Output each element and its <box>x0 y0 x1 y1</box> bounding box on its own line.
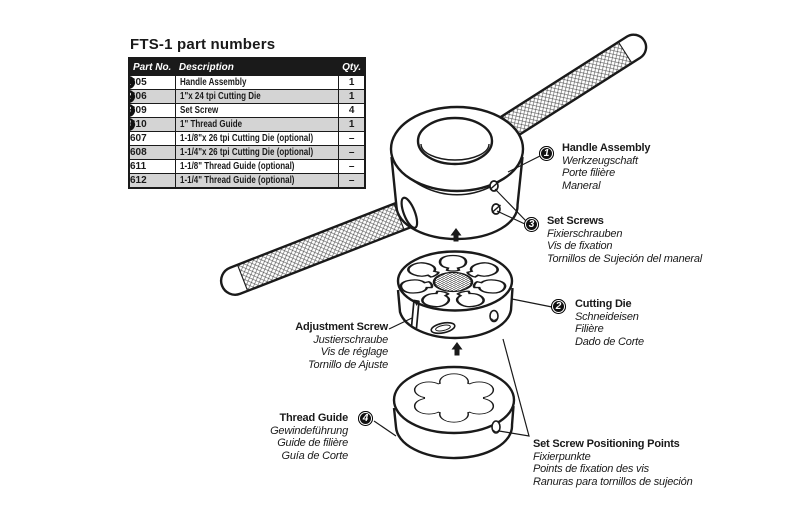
table-row: 3609 Set Screw 4 <box>128 103 366 118</box>
label-translation-fr: Vis de fixation <box>547 240 613 252</box>
table-row: 608 1-1/4"x 26 tpi Cutting Die (optional… <box>128 145 366 160</box>
die-dimples-icon <box>430 309 499 335</box>
label-title: Thread Guide <box>279 412 349 424</box>
part-no: 612 <box>130 175 147 186</box>
label-adjustment-screw: Adjustment Screw Justierschraube Vis de … <box>250 321 388 371</box>
part-no: 610 <box>130 119 147 130</box>
label-translation-es: Tornillo de Ajuste <box>308 358 388 371</box>
label-title: Handle Assembly <box>562 142 651 154</box>
table-row: 1605 Handle Assembly 1 <box>128 75 366 90</box>
label-handle-assembly: Handle Assembly Werkzeugschaft Porte fil… <box>562 142 650 192</box>
part-no: 608 <box>130 147 147 158</box>
part-qty: – <box>338 173 366 189</box>
badge-3-set-screws: 3 <box>524 217 539 232</box>
table-row: 612 1-1/4" Thread Guide (optional) – <box>128 173 366 189</box>
part-no: 606 <box>130 91 147 102</box>
row-badge: 1 <box>130 76 135 89</box>
label-translation-fr: Filière <box>575 323 604 335</box>
set-screws-icon <box>489 180 501 215</box>
handle-bar-lower-icon <box>219 196 420 296</box>
label-translation-fr: Guide de filière <box>277 437 348 449</box>
label-translation-de: Fixierschrauben <box>547 227 623 240</box>
col-header-description: Description <box>174 57 340 76</box>
part-qty: – <box>338 131 366 146</box>
badge-1-handle-assembly: 1 <box>539 146 554 161</box>
leader-lines <box>373 155 553 437</box>
table-row: 611 1-1/8" Thread Guide (optional) – <box>128 159 366 174</box>
part-qty: 1 <box>338 89 366 104</box>
row-badge: 3 <box>130 104 135 117</box>
guide-dimple-icon <box>491 420 501 434</box>
part-description: 1"x 24 tpi Cutting Die <box>179 91 261 102</box>
part-qty: 1 <box>338 75 366 90</box>
part-no: 607 <box>130 133 147 144</box>
label-translation-de: Gewindeführung <box>270 424 348 437</box>
label-translation-fr: Porte filière <box>562 167 616 179</box>
label-translation-de: Justierschraube <box>313 333 388 346</box>
table-row: 607 1-1/8"x 26 tpi Cutting Die (optional… <box>128 131 366 146</box>
col-header-part-no: Part No. <box>128 57 176 76</box>
part-no: 605 <box>130 77 147 88</box>
part-no: 609 <box>130 105 147 116</box>
table-header-row: Part No. Description Qty. <box>128 57 366 76</box>
stock-body-icon <box>389 105 525 241</box>
part-description: 1-1/8" Thread Guide (optional) <box>179 161 295 172</box>
leader-handle-assembly <box>507 155 541 173</box>
leader-cutting-die <box>511 298 553 308</box>
thread-guide-bore-icon <box>413 373 495 423</box>
part-qty: 1 <box>338 117 366 132</box>
label-translation-de: Schneideisen <box>575 310 639 323</box>
part-qty: – <box>338 145 366 160</box>
badge-2-cutting-die: 2 <box>551 299 566 314</box>
col-header-qty: Qty. <box>338 57 366 76</box>
label-title: Set Screw Positioning Points <box>533 438 680 450</box>
label-set-screws: Set Screws Fixierschrauben Vis de fixati… <box>547 215 702 265</box>
parts-table-grid: Part No. Description Qty. 1605 Handle As… <box>128 57 366 189</box>
badge-4-thread-guide: 4 <box>358 411 373 426</box>
leader-thread-guide <box>373 420 397 437</box>
label-translation-es: Tornillos de Sujeción del maneral <box>547 252 703 265</box>
handle-bar-upper-icon <box>494 33 648 143</box>
label-translation-de: Fixierpunkte <box>533 450 591 463</box>
parts-table: FTS-1 part numbers Part No. Description … <box>128 36 374 189</box>
part-qty: – <box>338 159 366 174</box>
label-translation-es: Ranuras para tornillos de sujeción <box>533 475 693 488</box>
label-cutting-die: Cutting Die Schneideisen Filière Dado de… <box>575 298 644 348</box>
part-qty: 4 <box>338 103 366 118</box>
part-description: 1-1/8"x 26 tpi Cutting Die (optional) <box>179 133 314 144</box>
up-arrow-icon <box>451 342 463 356</box>
table-row: 2606 1"x 24 tpi Cutting Die 1 <box>128 89 366 104</box>
label-translation-fr: Points de fixation des vis <box>533 463 649 475</box>
part-description: 1-1/4"x 26 tpi Cutting Die (optional) <box>179 147 314 158</box>
label-translation-es: Maneral <box>562 179 601 192</box>
part-description: 1" Thread Guide <box>179 119 242 130</box>
label-title: Set Screws <box>547 215 604 227</box>
part-description: 1-1/4" Thread Guide (optional) <box>179 175 295 186</box>
label-translation-de: Werkzeugschaft <box>562 154 638 167</box>
label-title: Cutting Die <box>575 298 632 310</box>
row-badge: 4 <box>130 118 135 131</box>
table-title: FTS-1 part numbers <box>130 36 276 53</box>
part-no: 611 <box>130 161 147 172</box>
label-translation-fr: Vis de réglage <box>320 346 389 358</box>
adjustment-screw-slot-icon <box>410 299 420 329</box>
label-title: Adjustment Screw <box>295 321 388 333</box>
up-arrow-icon <box>450 228 462 242</box>
handle-collar-icon <box>400 196 419 229</box>
label-set-screw-positioning-points: Set Screw Positioning Points Fixierpunkt… <box>533 438 693 488</box>
leader-positioning-points <box>498 338 530 437</box>
leader-adjustment-screw <box>388 317 413 330</box>
part-description: Set Screw <box>179 105 219 116</box>
cutting-die-teeth-icon <box>399 254 507 308</box>
leader-set-screws <box>494 188 528 226</box>
part-description: Handle Assembly <box>179 77 247 88</box>
label-translation-es: Dado de Corte <box>575 335 644 348</box>
label-thread-guide: Thread Guide Gewindeführung Guide de fil… <box>232 412 348 462</box>
row-badge: 2 <box>130 90 135 103</box>
label-translation-es: Guía de Corte <box>281 449 349 462</box>
